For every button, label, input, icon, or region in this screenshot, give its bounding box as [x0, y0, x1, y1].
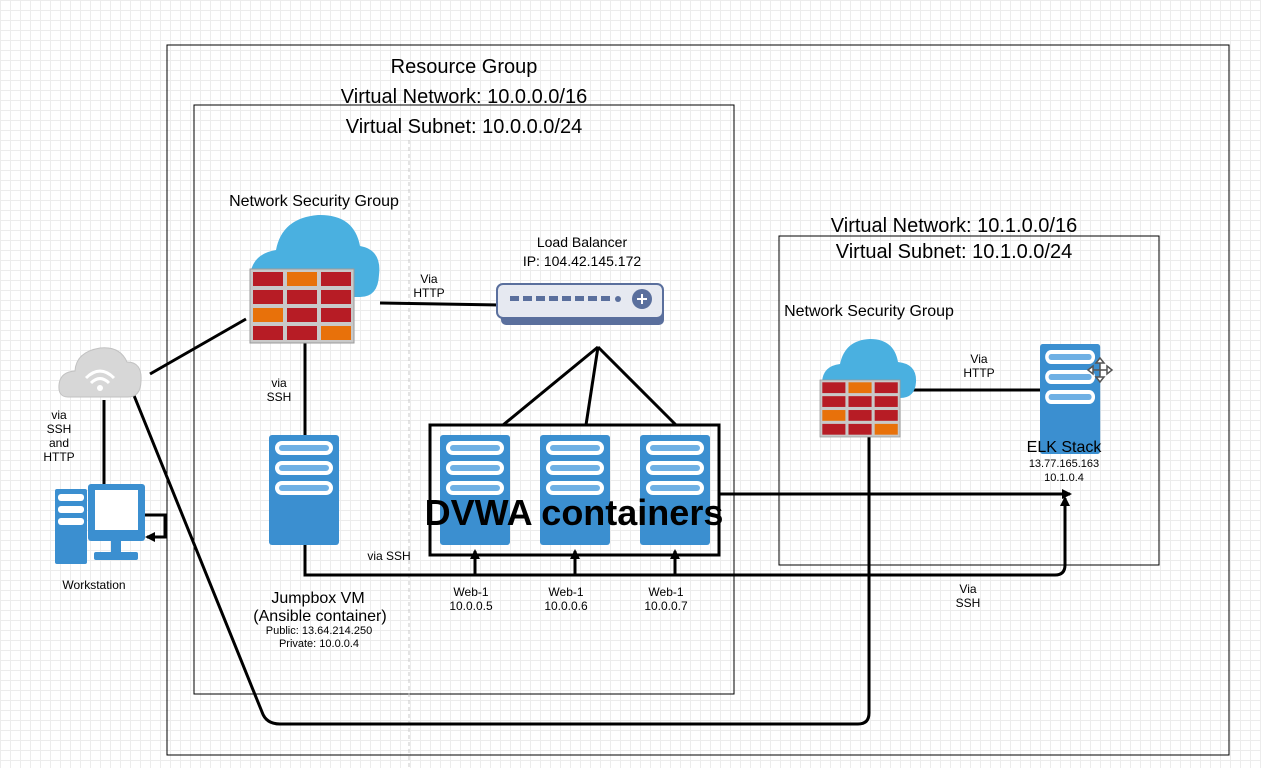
- vnet1-nsg-label: Network Security Group: [229, 193, 399, 210]
- jumpbox-private-ip: Private: 10.0.0.4: [279, 638, 359, 650]
- connections: [102, 301, 1072, 726]
- load-balancer-icon: [496, 283, 664, 325]
- vnet2-subnet-label: Virtual Subnet: 10.1.0.0/24: [836, 241, 1072, 263]
- lb-title: Load Balancer: [537, 234, 628, 250]
- jumpbox-ssh-bus: [303, 496, 1070, 577]
- firewall-cloud-icon: [819, 339, 917, 438]
- elk-title: ELK Stack: [1027, 439, 1103, 456]
- ws-link-label-2: SSH: [47, 422, 72, 436]
- workstation-icon: [55, 484, 145, 564]
- elk-ssh-label-2: SSH: [956, 596, 981, 610]
- nsg-lb-link-label-2: HTTP: [413, 286, 444, 300]
- workstation-label: Workstation: [62, 578, 125, 592]
- ws-link-label-4: HTTP: [43, 450, 74, 464]
- jump-to-web-label: via SSH: [367, 549, 410, 563]
- wifi-cloud-icon: [58, 347, 142, 398]
- vnet1-subnet-label: Virtual Subnet: 10.0.0.0/24: [346, 116, 582, 138]
- web2-ip: 10.0.0.6: [544, 599, 588, 613]
- elk-ssh-label-1: Via: [959, 582, 976, 596]
- web3-name: Web-1: [648, 585, 683, 599]
- lb-to-web1-link: [502, 345, 599, 427]
- vnet1-network-label: Virtual Network: 10.0.0.0/16: [341, 86, 587, 108]
- resource-group-label: Resource Group: [391, 56, 538, 78]
- jumpbox-subtitle: (Ansible container): [253, 608, 386, 625]
- web3-ip: 10.0.0.7: [644, 599, 688, 613]
- web1-name: Web-1: [453, 585, 488, 599]
- ws-link-label-3: and: [49, 436, 69, 450]
- lb-ip: IP: 104.42.145.172: [523, 253, 642, 269]
- internet-to-nsg2-link: [131, 392, 871, 726]
- elk-server-icon: [1040, 344, 1101, 454]
- nsg-elk-link-label-2: HTTP: [963, 366, 994, 380]
- ws-link-label-1: via: [51, 408, 67, 422]
- web2-name: Web-1: [548, 585, 583, 599]
- vnet2-subnet-frame: [778, 235, 1160, 566]
- vnet1-subnet-frame: [193, 104, 735, 695]
- nsg-jump-link-label-1: via: [271, 376, 287, 390]
- vnet2-nsg-label: Network Security Group: [784, 303, 954, 320]
- dvwa-containers-label: DVWA containers: [425, 492, 724, 533]
- move-cursor-icon: [1086, 356, 1114, 384]
- internet-to-nsg1-link: [149, 317, 247, 376]
- lb-to-web3-link: [596, 345, 678, 427]
- nsg-lb-link-label-1: Via: [420, 272, 437, 286]
- nsg-jump-link-label-2: SSH: [267, 390, 292, 404]
- lb-to-web2-link: [584, 346, 600, 426]
- vnet2-network-label: Virtual Network: 10.1.0.0/16: [831, 215, 1077, 237]
- nsg-elk-link-label-1: Via: [970, 352, 987, 366]
- elk-private-ip: 10.1.0.4: [1044, 472, 1084, 484]
- web1-ip: 10.0.0.5: [449, 599, 493, 613]
- workstation-loop-link: [145, 513, 167, 542]
- jumpbox-title: Jumpbox VM: [271, 590, 364, 607]
- resource-group-frame: [166, 44, 1230, 756]
- elk-public-ip: 13.77.165.163: [1029, 458, 1099, 470]
- jumpbox-public-ip: Public: 13.64.214.250: [266, 625, 372, 637]
- jumpbox-server-icon: [269, 435, 339, 545]
- firewall-cloud-icon: [249, 214, 380, 344]
- nsg1-to-lb-link: [379, 301, 501, 307]
